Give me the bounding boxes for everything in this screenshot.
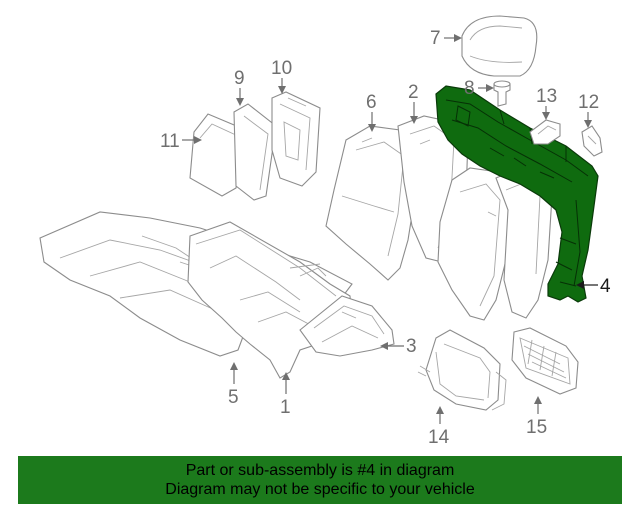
part-12-clip[interactable] (581, 125, 603, 157)
callout-13: 13 (536, 86, 557, 107)
callout-15: 15 (526, 417, 547, 438)
callout-7: 7 (430, 28, 441, 49)
callout-10: 10 (271, 58, 292, 79)
callout-2: 2 (408, 82, 419, 103)
part-14-pass-through-housing[interactable] (417, 329, 507, 411)
part-3-cushion-pan[interactable] (299, 295, 395, 357)
part-10-side-frame[interactable] (271, 91, 321, 187)
seat-back-right-cushion (437, 167, 553, 321)
callout-14: 14 (428, 427, 450, 448)
part-11-side-cover[interactable] (189, 113, 247, 197)
part-15-grille[interactable] (511, 327, 579, 395)
callout-5: 5 (228, 387, 239, 408)
callout-1: 1 (280, 397, 291, 418)
callout-3: 3 (406, 336, 417, 357)
part-4-seat-back-frame[interactable] (435, 85, 599, 303)
callout-12: 12 (578, 92, 599, 113)
callout-labels: 1 5 3 4 6 2 7 8 13 12 9 10 11 14 15 (160, 28, 611, 448)
part-8-guide-sleeve[interactable] (493, 80, 511, 107)
part-7-headrest[interactable] (461, 15, 538, 77)
banner-line-disclaimer: Diagram may not be specific to your vehi… (165, 481, 475, 498)
info-banner: Part or sub-assembly is #4 in diagram Di… (18, 456, 622, 504)
callout-11: 11 (160, 131, 180, 152)
leader-lines (182, 34, 598, 424)
parts-diagram: 1 5 3 4 6 2 7 8 13 12 9 10 11 14 15 (39, 15, 611, 448)
part-1-cushion-frame[interactable] (187, 221, 353, 379)
callout-8: 8 (464, 78, 475, 99)
callout-6: 6 (366, 92, 377, 113)
banner-line-part-info: Part or sub-assembly is #4 in diagram (185, 462, 455, 479)
callout-4: 4 (600, 276, 611, 297)
callout-9: 9 (234, 68, 245, 89)
part-9-side-panel[interactable] (233, 103, 277, 201)
